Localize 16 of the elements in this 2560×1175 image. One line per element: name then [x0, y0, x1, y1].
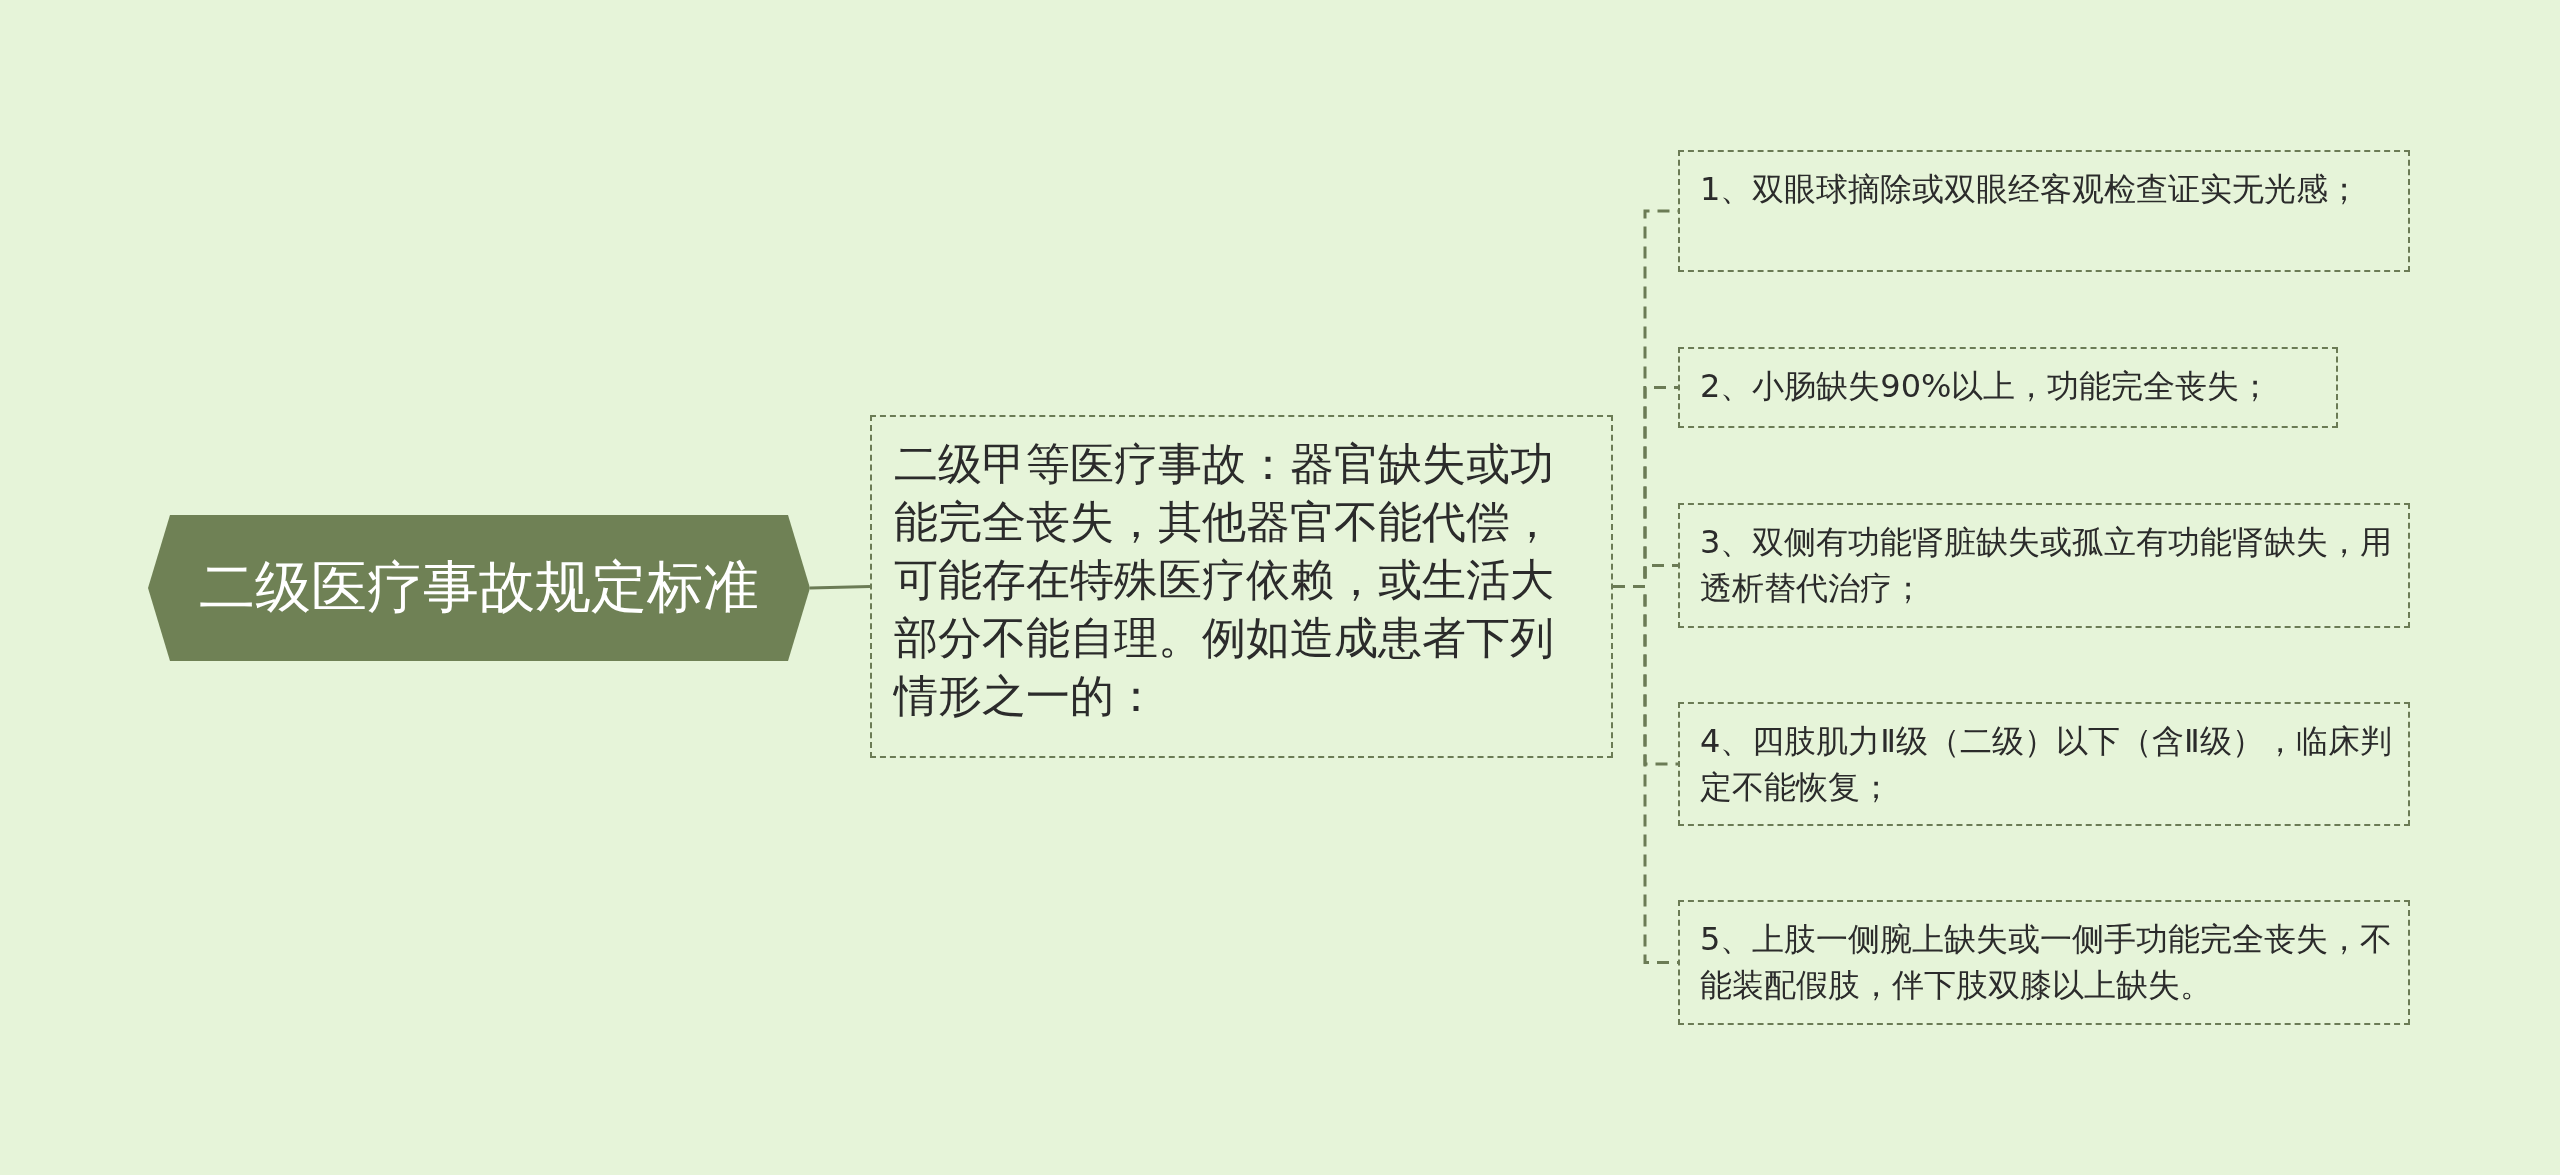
connector-line: [1613, 585, 1678, 964]
description-box: [870, 415, 1613, 758]
hexagon-node: [148, 515, 810, 661]
item-text: 5、上肢一侧腕上缺失或一侧手功能完全丧失，不能装配假肢，伴下肢双膝以上缺失。: [1700, 919, 2394, 1006]
item-box: [1678, 900, 2410, 1025]
item-text: 4、四肢肌力Ⅱ级（二级）以下（含Ⅱ级），临床判定不能恢复；: [1700, 721, 2393, 808]
item-box: [1678, 150, 2410, 272]
description-text: 二级甲等医疗事故：器官缺失或功能完全丧失，其他器官不能代偿，可能存在特殊医疗依赖，或生活大部分不能自理。例如造成患者下列情形之一的：: [894, 437, 1555, 723]
connector-line: [809, 585, 871, 590]
item-box: [1678, 702, 2410, 826]
item-text: 2、小肠缺失90%以上，功能完全丧失；: [1700, 366, 2273, 407]
title-text: 二级医疗事故规定标准: [198, 553, 760, 621]
item-box: [1678, 503, 2410, 628]
item-text: 1、双眼球摘除或双眼经客观检查证实无光感；: [1700, 169, 2362, 210]
item-text: 3、双侧有功能肾脏缺失或孤立有功能肾缺失，用透析替代治疗；: [1700, 522, 2394, 609]
item-box: [1678, 347, 2338, 428]
